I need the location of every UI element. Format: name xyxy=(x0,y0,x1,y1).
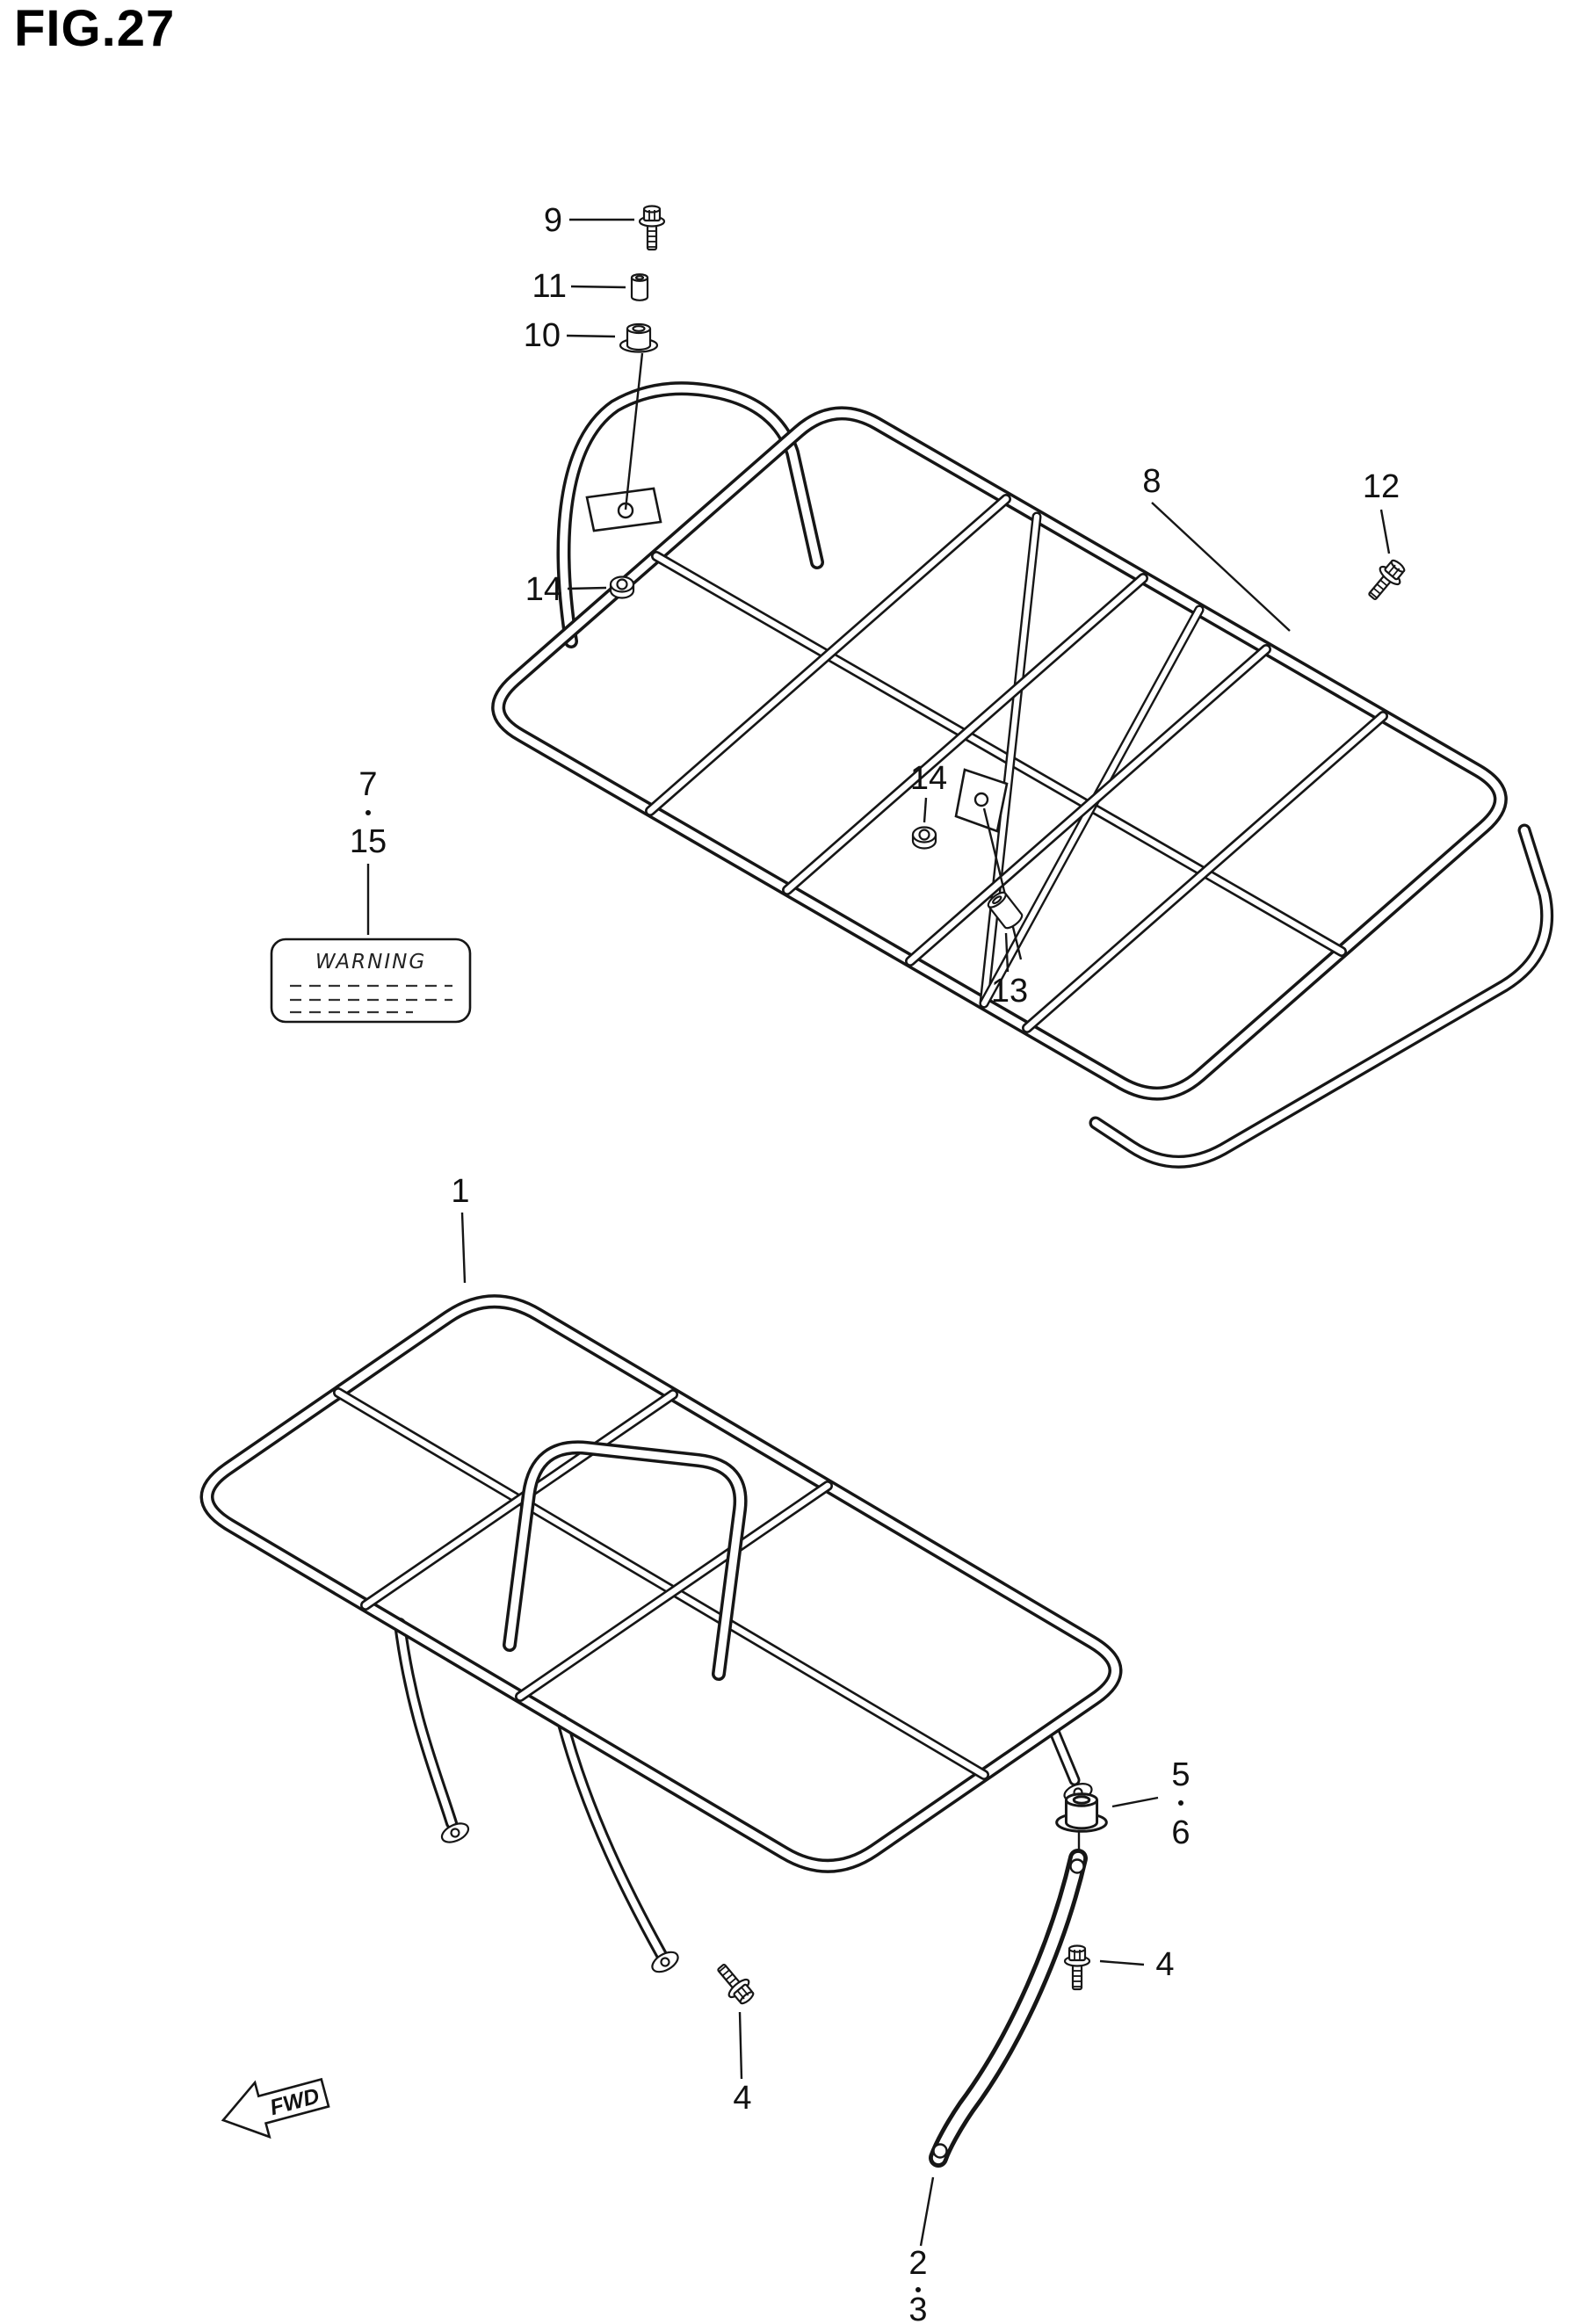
callout-11: 11 xyxy=(532,268,567,305)
callout-6: 6 xyxy=(1171,1814,1190,1851)
leader-line-13 xyxy=(1004,932,1010,973)
callout-4-right: 4 xyxy=(1155,1946,1174,1983)
callout-1: 1 xyxy=(451,1173,469,1210)
warning-label-text: WARNING xyxy=(315,951,426,974)
callout-5: 5 xyxy=(1171,1756,1190,1793)
leader-line-4-right xyxy=(1099,1959,1145,1966)
assembly-axis-line-13 xyxy=(982,807,1023,960)
cushion-10-icon xyxy=(619,322,659,353)
front-rack-foot-plate-1 xyxy=(438,1818,473,1848)
callout-separator-dot-5-6 xyxy=(1178,1800,1183,1806)
nut-14-icon-center xyxy=(911,826,937,850)
callout-13: 13 xyxy=(991,973,1028,1010)
stay-strap xyxy=(929,1796,1088,2168)
callout-8: 8 xyxy=(1142,463,1161,500)
bolt-12-icon xyxy=(1361,554,1411,606)
callout-3: 3 xyxy=(908,2291,927,2324)
callout-15: 15 xyxy=(350,823,387,860)
callout-12: 12 xyxy=(1363,468,1400,505)
callout-14-center: 14 xyxy=(910,760,947,797)
spacer-11-icon xyxy=(630,273,649,301)
rear-rack-lower-loop xyxy=(1089,823,1554,1169)
rear-carrier-rack xyxy=(491,381,1554,1169)
leader-line-5-6 xyxy=(1111,1796,1159,1808)
fwd-arrow-icon xyxy=(221,2077,330,2139)
leader-line-10 xyxy=(566,334,616,338)
callout-separator-dot-2-3 xyxy=(916,2287,921,2292)
callout-7: 7 xyxy=(358,766,377,803)
leader-line-2-3 xyxy=(919,2176,935,2247)
bolt-4-icon-bottom xyxy=(710,1958,760,2009)
callout-separator-dot-7-15 xyxy=(365,810,371,815)
cushion-5-6-icon xyxy=(1055,1792,1108,1833)
leader-line-11 xyxy=(570,285,626,289)
leader-line-14a xyxy=(567,586,607,590)
callout-2: 2 xyxy=(908,2245,927,2282)
warning-label-group: 7 15 WARNING xyxy=(270,766,472,1024)
leader-line-1 xyxy=(460,1212,467,1284)
stay-strap-hole-top xyxy=(1069,1858,1085,1874)
stay-strap-hole-bottom xyxy=(932,2143,948,2159)
callout-9: 9 xyxy=(544,202,562,239)
assembly-axis-line-10 xyxy=(624,352,644,510)
callout-10: 10 xyxy=(524,317,561,354)
leader-line-12 xyxy=(1379,509,1391,554)
bolt-4-icon-right xyxy=(1063,1944,1091,1991)
bolt-9-icon xyxy=(638,205,666,251)
figure-title: FIG.27 xyxy=(14,0,175,57)
rear-rack-bracket-hole xyxy=(973,792,989,807)
callout-4-bottom: 4 xyxy=(733,2080,751,2117)
warning-label xyxy=(270,938,472,1024)
nut-14-icon-left xyxy=(609,576,635,599)
leader-line-8 xyxy=(1151,502,1291,632)
leader-line-14b xyxy=(923,797,928,823)
front-carrier-rack xyxy=(199,1294,1123,1977)
callout-14-left: 14 xyxy=(525,571,562,608)
leader-line-4-bottom xyxy=(738,2011,743,2080)
fwd-marker: FWD xyxy=(221,2077,330,2139)
